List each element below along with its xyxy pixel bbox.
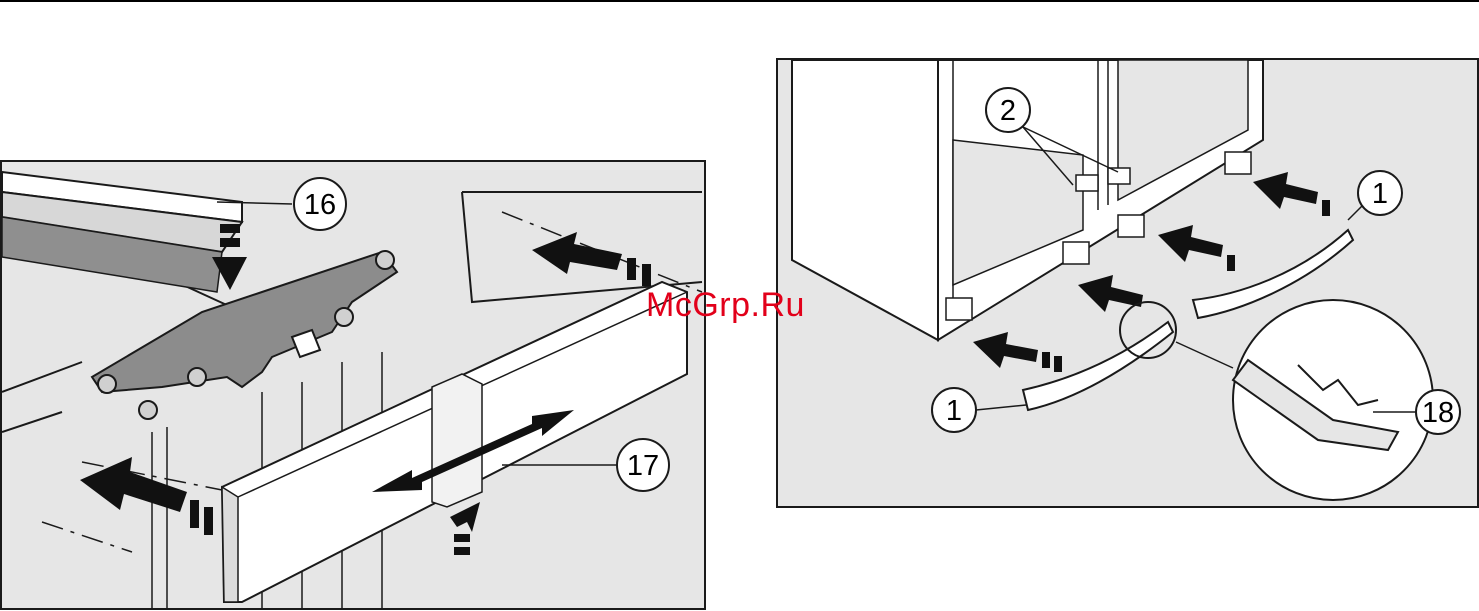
left-illustration-panel: 16 17	[0, 160, 706, 610]
plinth-assembly-illustration: 16 17	[2, 162, 706, 610]
callout-1-upper: 1	[1348, 171, 1402, 220]
callout-2-label: 2	[1000, 95, 1016, 127]
callout-18-label: 18	[1422, 397, 1454, 429]
foot-clip-illustration: 2 1 1 18	[778, 60, 1479, 508]
callout-17-label: 17	[627, 450, 659, 482]
callout-1-lower: 1	[932, 388, 1026, 432]
top-rule	[0, 0, 1479, 2]
callout-1-upper-label: 1	[1372, 178, 1388, 210]
right-illustration-panel: 2 1 1 18	[776, 58, 1479, 508]
callout-1-lower-label: 1	[946, 395, 962, 427]
callout-16-label: 16	[304, 189, 336, 221]
top-profile-strip	[2, 172, 242, 292]
watermark-text: McGrp.Ru	[646, 286, 805, 325]
